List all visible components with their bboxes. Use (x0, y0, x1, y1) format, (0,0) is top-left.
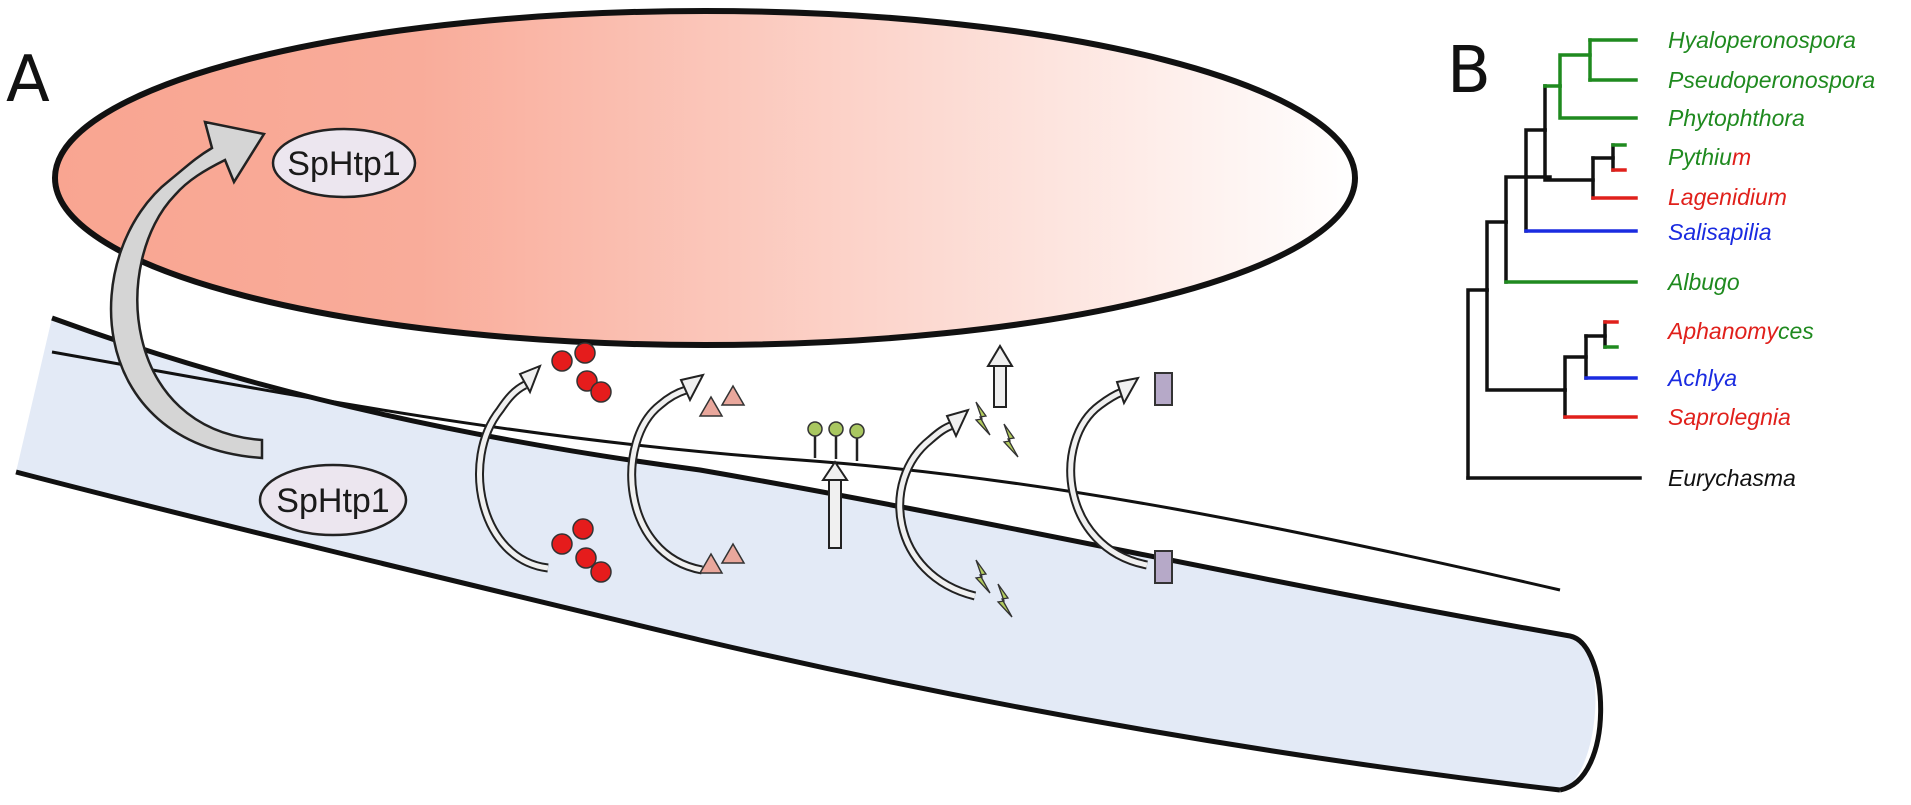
taxon-label: Aphanomyces (1666, 318, 1814, 344)
sphtp1-host-label: SpHtp1 (287, 145, 400, 183)
pink-effectors-inside (698, 542, 746, 574)
purple-effector-inside (1154, 550, 1173, 584)
panel-b: B (1447, 27, 1875, 491)
purple-effector-outside (1154, 372, 1173, 406)
taxon-label: Lagenidium (1668, 184, 1787, 210)
membrane-arrow (821, 460, 849, 549)
taxon-label-part: Saprolegnia (1668, 404, 1791, 430)
taxon-label: Pseudoperonospora (1668, 67, 1875, 93)
taxon-label: Hyaloperonospora (1668, 27, 1856, 53)
panel-a-letter: A (6, 43, 50, 117)
hypha-outline-top (51, 315, 1604, 793)
plasma-membrane (51, 350, 1561, 592)
taxon-label-part: Salisapilia (1668, 219, 1772, 245)
translocation-arrow (109, 120, 267, 460)
taxon-label: Albugo (1666, 269, 1740, 295)
hypha (16, 318, 1596, 790)
sphtp1-hypha-label: SpHtp1 (276, 482, 389, 520)
taxon-label: Phytophthora (1668, 105, 1805, 131)
export-arrow (986, 344, 1014, 408)
green-effectors-inside (974, 559, 1013, 618)
taxon-label: Saprolegnia (1668, 404, 1791, 430)
taxon-label-part: m (1732, 144, 1751, 170)
panel-b-letter: B (1447, 34, 1491, 108)
green-effectors-outside (974, 401, 1019, 458)
taxon-label: Salisapilia (1668, 219, 1772, 245)
taxon-label-part: Albugo (1666, 269, 1740, 295)
taxon-label-part: Pseudoperonospora (1668, 67, 1875, 93)
red-effectors-outside (551, 342, 612, 403)
secretion-arrow-4 (1066, 376, 1148, 570)
hypha-outline-bottom (15, 469, 1561, 793)
taxon-label-part: Lagenidium (1668, 184, 1787, 210)
red-effectors-inside (551, 518, 612, 583)
secretion-arrow-1 (475, 364, 549, 573)
secretion-arrow-3 (895, 408, 977, 601)
phylogenetic-tree (1466, 38, 1642, 480)
taxon-label: Pythium (1668, 144, 1751, 170)
taxa-labels: HyaloperonosporaPseudoperonosporaPhytoph… (1666, 27, 1875, 491)
membrane-proteins (807, 421, 865, 461)
sphtp1-host-protein: SpHtp1 (271, 127, 417, 199)
sphtp1-hypha-protein: SpHtp1 (258, 463, 408, 537)
taxon-label: Eurychasma (1668, 465, 1796, 491)
panel-a: A SpHtp1 SpHtp1 (6, 8, 1604, 793)
taxon-label-part: Achlya (1666, 365, 1737, 391)
host-cell (52, 8, 1358, 348)
taxon-label-part: ces (1778, 318, 1814, 344)
taxon-label-part: Phytophthora (1668, 105, 1805, 131)
taxon-label-part: Aphanomy (1666, 318, 1779, 344)
taxon-label-part: Pythiu (1668, 144, 1732, 170)
pink-effectors-outside (698, 384, 746, 417)
secretion-arrow-2 (627, 373, 705, 575)
taxon-label-part: Hyaloperonospora (1668, 27, 1856, 53)
taxon-label-part: Eurychasma (1668, 465, 1796, 491)
taxon-label: Achlya (1666, 365, 1737, 391)
